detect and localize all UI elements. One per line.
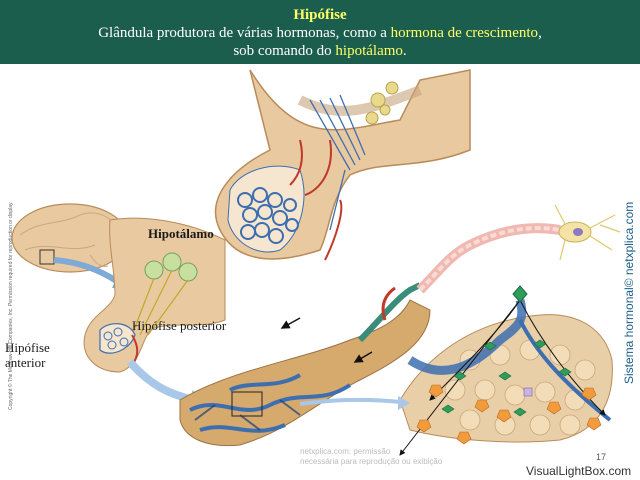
neuron-axon [416,204,621,294]
sidebar-credit: Sistema hormonal© netxplica.com [622,201,636,384]
anatomy-illustration [11,69,621,456]
zoom-arrow-2 [126,359,196,404]
hypothalamus-diagram [83,217,226,373]
label-hipofise-posterior: Hipófise posterior [132,318,227,333]
highlight-hormona: hormona de crescimento [390,25,539,41]
copyright-notice: Copyright © The McGraw-Hill Companies, I… [8,201,14,410]
subtitle-line-2: sob comando do hipotálamo. [233,43,407,59]
page-title: Hipófise [293,7,347,23]
label-hipofise-anterior: Hipófise anterior [5,340,50,370]
label-hipotalamo: Hipotálamo [148,226,214,241]
site-watermark: VisualLightBox.com [526,464,632,478]
neuron-cell-bodies [365,81,399,125]
watermark-text: netxplica.com: permissão necessária para… [300,447,443,466]
zoom-arrow-1 [53,257,120,285]
pituitary-closeup [214,69,471,261]
vascular-tissue [179,282,431,447]
header-banner: Hipófise Glândula produtora de várias ho… [0,0,640,64]
highlight-hipotalamo: hipotálamo [335,43,403,59]
subtitle-line-1: Glândula produtora de várias hormonas, c… [98,25,542,41]
anterior-pituitary-cells [399,285,613,456]
portal-vessels [237,187,299,244]
page-number: 17 [596,452,607,462]
